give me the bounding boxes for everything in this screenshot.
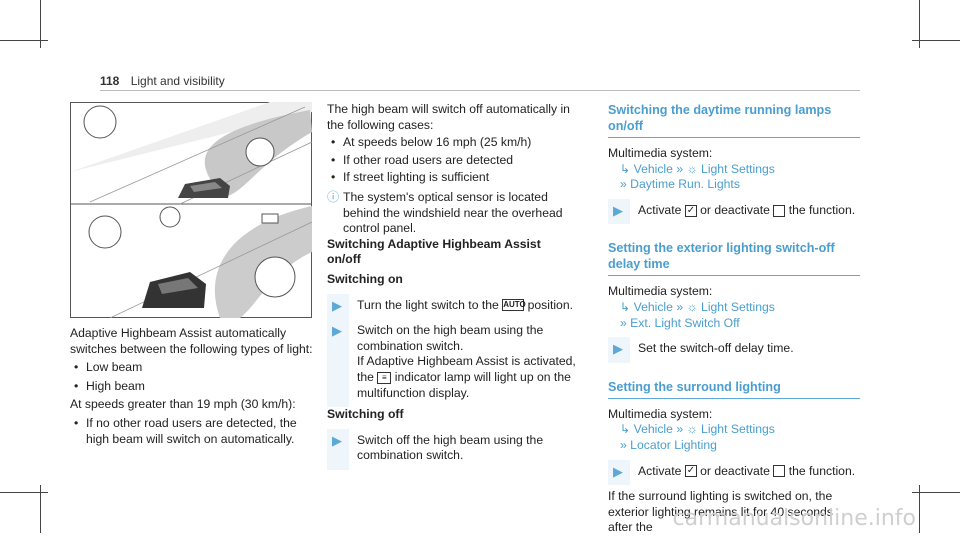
arrow-icon: ▶ xyxy=(332,432,342,448)
menu-path-item: » Ext. Light Switch Off xyxy=(620,315,740,330)
subheading-off: Switching off xyxy=(327,407,404,422)
oncoming-car-icon xyxy=(261,213,279,224)
menu-path: ↳ Vehicle » ☼ Light Settings xyxy=(620,299,775,314)
intro-text: The high beam will switch off automatica… xyxy=(327,102,570,132)
list-item: Low beam xyxy=(70,360,318,376)
chevron-icon: » xyxy=(676,299,684,314)
speed-text: At speeds greater than 19 mph (30 km/h): xyxy=(70,397,296,412)
middle-column: The high beam will switch off automatica… xyxy=(327,102,577,470)
crop-mark xyxy=(912,492,960,493)
return-arrow-icon: ↳ xyxy=(620,299,631,314)
page-number: 118 xyxy=(100,74,120,88)
light-settings-icon: ☼ xyxy=(686,299,698,314)
chevron-icon: » xyxy=(676,161,684,176)
info-note: ⓘ The system's optical sensor is located… xyxy=(327,190,577,237)
section-title: Setting the exterior lighting switch-off… xyxy=(608,241,835,272)
arrow-icon: ▶ xyxy=(613,202,623,218)
light-settings-icon: ☼ xyxy=(686,422,698,437)
unchecked-checkbox-icon xyxy=(773,465,786,478)
crop-mark xyxy=(919,485,920,533)
section-exterior-lighting-delay: Setting the exterior lighting switch-off… xyxy=(608,240,860,363)
highbeam-illustration xyxy=(70,102,312,318)
chapter-title: Light and visibility xyxy=(130,74,225,88)
tree-icon xyxy=(159,206,181,228)
section-title: Switching the daytime running lamps on/o… xyxy=(608,103,832,133)
chevron-icon: » xyxy=(620,177,627,192)
menu-path-item: » Daytime Run. Lights xyxy=(620,177,740,192)
unchecked-checkbox-icon xyxy=(773,204,786,217)
arrow-icon: ▶ xyxy=(332,297,342,313)
arrow-icon: ▶ xyxy=(332,323,342,339)
instruction-step: ▶ Activate ✓ or deactivate the function. xyxy=(608,459,860,486)
menu-intro: Multimedia system: xyxy=(608,406,713,421)
crop-mark xyxy=(0,492,48,493)
subheading-on: Switching on xyxy=(327,271,403,286)
chevron-icon: » xyxy=(676,422,684,437)
watermark: carmanualsonline.info xyxy=(672,506,916,531)
arrow-icon: ▶ xyxy=(613,463,623,479)
checked-checkbox-icon: ✓ xyxy=(684,204,697,217)
list-item: If street lighting is sufficient xyxy=(327,170,577,186)
info-note-text: The system's optical sensor is located b… xyxy=(343,189,563,236)
tree-icon xyxy=(88,215,122,249)
menu-path: ↳ Vehicle » ☼ Light Settings xyxy=(620,161,775,176)
checked-checkbox-icon: ✓ xyxy=(684,465,697,478)
tree-icon xyxy=(83,105,117,139)
list-item: If other road users are detected xyxy=(327,153,577,169)
chevron-icon: » xyxy=(620,437,627,452)
crop-mark xyxy=(912,40,960,41)
right-column: Switching the daytime running lamps on/o… xyxy=(608,102,860,536)
menu-intro: Multimedia system: xyxy=(608,284,713,299)
section-title: Setting the surround lighting xyxy=(608,379,781,394)
instruction-step: ▶ Switch off the high beam using the com… xyxy=(327,428,577,470)
light-settings-icon: ☼ xyxy=(686,161,698,176)
menu-intro: Multimedia system: xyxy=(608,146,713,160)
menu-path: ↳ Vehicle » ☼ Light Settings xyxy=(620,422,775,437)
instruction-step: ▶ Set the switch-off delay time. xyxy=(608,337,860,363)
info-icon: ⓘ xyxy=(327,189,340,204)
list-item: If no other road users are detected, the… xyxy=(70,416,318,447)
return-arrow-icon: ↳ xyxy=(620,422,631,437)
tree-icon xyxy=(254,256,296,298)
instruction-step: ▶ Activate ✓ or deactivate the function. xyxy=(608,198,860,225)
instruction-step: ▶ Switch on the high beam using the comb… xyxy=(327,319,577,408)
crop-mark xyxy=(919,0,920,48)
list-item: High beam xyxy=(70,379,318,395)
intro-text: Adaptive Highbeam Assist automatically s… xyxy=(70,326,313,356)
header-divider xyxy=(100,90,860,91)
page-header: 118 Light and visibility xyxy=(100,74,225,88)
outro-text: If the surround lighting is switched on,… xyxy=(608,489,833,535)
crop-mark xyxy=(40,485,41,533)
chevron-icon: » xyxy=(620,315,627,330)
section-surround-lighting: Setting the surround lighting Multimedia… xyxy=(608,379,860,536)
list-item: At speeds below 16 mph (25 km/h) xyxy=(327,135,577,151)
section-daytime-lamps: Switching the daytime running lamps on/o… xyxy=(608,102,860,225)
highbeam-indicator-icon: ≡ xyxy=(377,371,392,384)
left-column: Adaptive Highbeam Assist automatically s… xyxy=(70,326,318,447)
car-icon xyxy=(178,178,230,198)
crop-mark xyxy=(40,0,41,48)
car-icon xyxy=(142,272,206,308)
auto-icon: AUTO xyxy=(502,299,526,312)
section-heading: Switching Adaptive Highbeam Assist on/of… xyxy=(327,236,541,267)
crop-mark xyxy=(0,40,48,41)
instruction-step: ▶ Turn the light switch to the AUTO posi… xyxy=(327,293,577,320)
menu-path-item: » Locator Lighting xyxy=(620,437,717,452)
tree-icon xyxy=(245,137,275,167)
arrow-icon: ▶ xyxy=(613,341,623,357)
return-arrow-icon: ↳ xyxy=(620,161,631,176)
